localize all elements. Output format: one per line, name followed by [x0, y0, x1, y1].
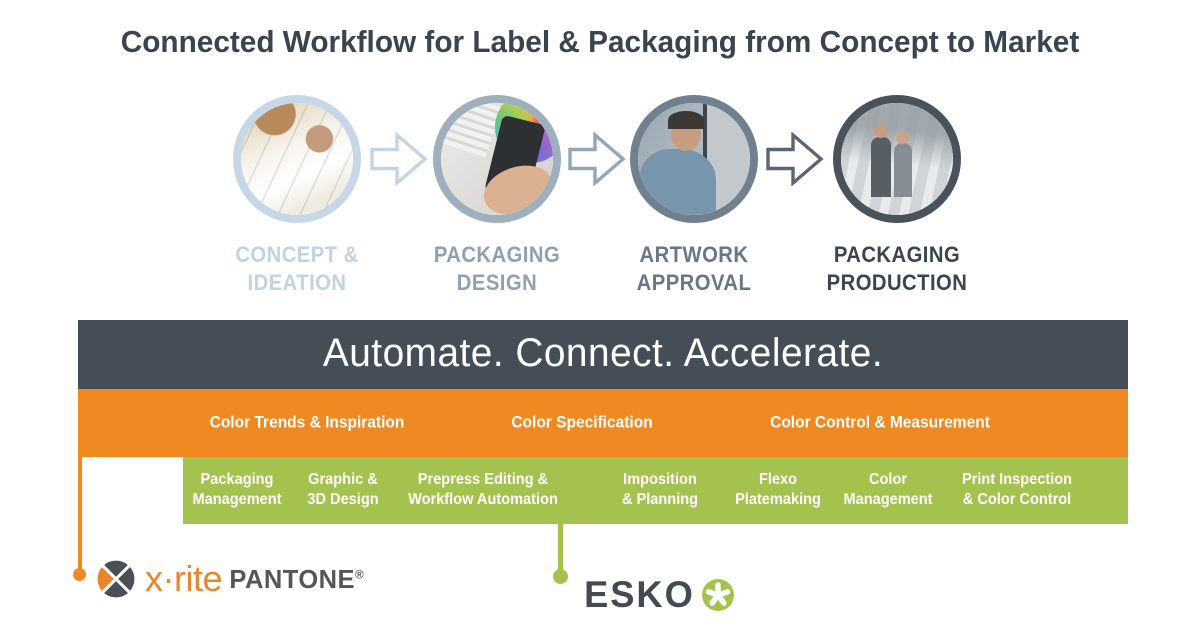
- capability-line: & Color Control: [962, 491, 1072, 509]
- flow-arrow-icon-3: [766, 132, 824, 186]
- stage-photo-artwork-approval: [638, 103, 750, 215]
- capability-print-inspection: Print Inspection & Color Control: [962, 470, 1072, 512]
- capability-color-specification: Color Specification: [511, 413, 653, 432]
- capability-line: Flexo: [758, 470, 798, 488]
- capability-color-control: Color Control & Measurement: [770, 413, 990, 432]
- stage-photo-packaging-design: [441, 103, 553, 215]
- stage-circle-artwork-approval: [630, 95, 758, 223]
- stage-label-line: IDEATION: [247, 269, 347, 295]
- xrite-capability-bar: Color Trends & Inspiration Color Specifi…: [78, 389, 1128, 457]
- capability-prepress-editing: Prepress Editing & Workflow Automation: [408, 470, 558, 512]
- capability-line: Print Inspection: [961, 470, 1073, 488]
- stage-label-packaging-design: PACKAGING DESIGN: [387, 241, 608, 296]
- esko-wordmark: ESKO: [584, 574, 695, 615]
- capability-packaging-management: Packaging Management: [192, 470, 281, 512]
- stage-label-line: DESIGN: [456, 269, 538, 295]
- stage-label-concept-ideation: CONCEPT & IDEATION: [187, 241, 408, 296]
- stage-circle-concept-ideation: [233, 95, 361, 223]
- photo-keyboard: [441, 103, 502, 158]
- capability-line: Workflow Automation: [408, 491, 558, 509]
- capability-line: Imposition: [623, 470, 697, 488]
- capability-line: 3D Design: [307, 491, 379, 509]
- xrite-pinwheel-icon: [94, 557, 138, 601]
- pantone-logo: PANTONE®: [229, 564, 364, 595]
- photo-shirt: [640, 149, 716, 215]
- xrite-connector-dot: [73, 568, 86, 581]
- stage-label-line: APPROVAL: [636, 269, 752, 295]
- headline-banner: Automate. Connect. Accelerate.: [78, 320, 1128, 389]
- capability-line: & Planning: [621, 491, 699, 509]
- capability-line: Graphic &: [308, 470, 378, 488]
- capability-color-management: Color Management: [843, 470, 932, 512]
- stage-label-packaging-production: PACKAGING PRODUCTION: [787, 241, 1008, 296]
- stage-label-line: PRODUCTION: [826, 269, 968, 295]
- stage-circle-packaging-production: [833, 95, 961, 223]
- pantone-wordmark: PANTONE: [229, 564, 356, 594]
- capability-line: Platemaking: [735, 491, 821, 509]
- capability-line: Packaging: [200, 470, 274, 488]
- capability-imposition-planning: Imposition & Planning: [622, 470, 698, 512]
- stage-label-artwork-approval: ARTWORK APPROVAL: [584, 241, 805, 296]
- stage-label-line: PACKAGING: [433, 242, 561, 267]
- photo-hair: [668, 111, 704, 129]
- headline-text: Automate. Connect. Accelerate.: [322, 331, 884, 375]
- capability-color-trends: Color Trends & Inspiration: [209, 413, 405, 432]
- xrite-wordmark: x·rite: [145, 558, 223, 599]
- photo-worker-1: [871, 137, 891, 197]
- flow-arrow-icon-1: [370, 132, 428, 186]
- capability-line: Color: [868, 470, 908, 488]
- stage-label-line: PACKAGING: [833, 242, 961, 267]
- xrite-connector-line: [78, 457, 82, 569]
- capability-line: Management: [843, 491, 933, 509]
- capability-line: Management: [192, 491, 282, 509]
- stage-label-line: ARTWORK: [639, 242, 749, 267]
- capability-line: Prepress Editing &: [417, 470, 549, 488]
- capability-graphic-3d-design: Graphic & 3D Design: [307, 470, 378, 512]
- photo-worker-1-head: [874, 124, 888, 138]
- page-title: Connected Workflow for Label & Packaging…: [120, 24, 1080, 59]
- stage-photo-packaging-production: [841, 103, 953, 215]
- esko-connector-dot: [553, 569, 568, 584]
- stage-label-line: CONCEPT &: [235, 242, 359, 267]
- registered-mark: ®: [355, 567, 365, 582]
- stage-circle-packaging-design: [433, 95, 561, 223]
- xrite-logo: x·rite: [93, 556, 223, 602]
- esko-logo: ESKO: [583, 574, 735, 616]
- esko-connector-line: [558, 524, 563, 570]
- photo-hand: [477, 157, 553, 215]
- capability-flexo-platemaking: Flexo Platemaking: [735, 470, 821, 512]
- esko-star-icon: [701, 579, 734, 611]
- photo-worker-2-head: [896, 131, 909, 144]
- stage-photo-concept-ideation: [241, 103, 353, 215]
- flow-arrow-icon-2: [568, 132, 626, 186]
- esko-capability-bar: Packaging Management Graphic & 3D Design…: [183, 457, 1128, 524]
- photo-worker-2: [894, 143, 912, 197]
